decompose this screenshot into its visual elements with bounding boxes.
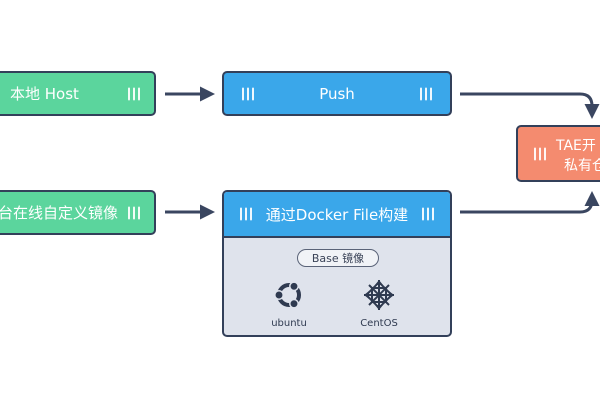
dockerfile-panel: 通过Docker File构建 Base 镜像 ubuntu (222, 190, 452, 337)
tae-label-line2: 私有仓 (564, 158, 600, 174)
bars-icon (240, 207, 252, 221)
push-label: Push (319, 84, 355, 103)
centos-label: CentOS (360, 318, 398, 329)
centos-icon (364, 280, 394, 310)
bars-icon (534, 147, 546, 160)
base-image-label: Base 镜像 (311, 252, 365, 265)
ubuntu-icon (274, 281, 301, 309)
bars-icon (242, 87, 254, 100)
push-node: Push (222, 71, 452, 116)
online-image-label: 台在线自定义镜像 (0, 204, 119, 222)
dockerfile-node: 通过Docker File构建 (224, 192, 450, 238)
bars-icon (422, 207, 434, 221)
bars-icon (128, 87, 140, 100)
ubuntu-label: ubuntu (271, 318, 307, 329)
bars-icon (128, 206, 140, 219)
arrow-icon (460, 92, 600, 119)
arrow-icon (460, 191, 600, 214)
tae-registry-node: TAE开 私有仓 (516, 125, 600, 182)
bars-icon (420, 87, 432, 100)
local-host-label: 本地 Host (10, 85, 79, 103)
local-host-node: 本地 Host (0, 71, 156, 116)
tae-label-line1: TAE开 (556, 138, 596, 154)
online-image-node: 台在线自定义镜像 (0, 190, 156, 235)
dockerfile-label: 通过Docker File构建 (265, 205, 409, 224)
base-image-tag: Base 镜像 (297, 249, 379, 267)
